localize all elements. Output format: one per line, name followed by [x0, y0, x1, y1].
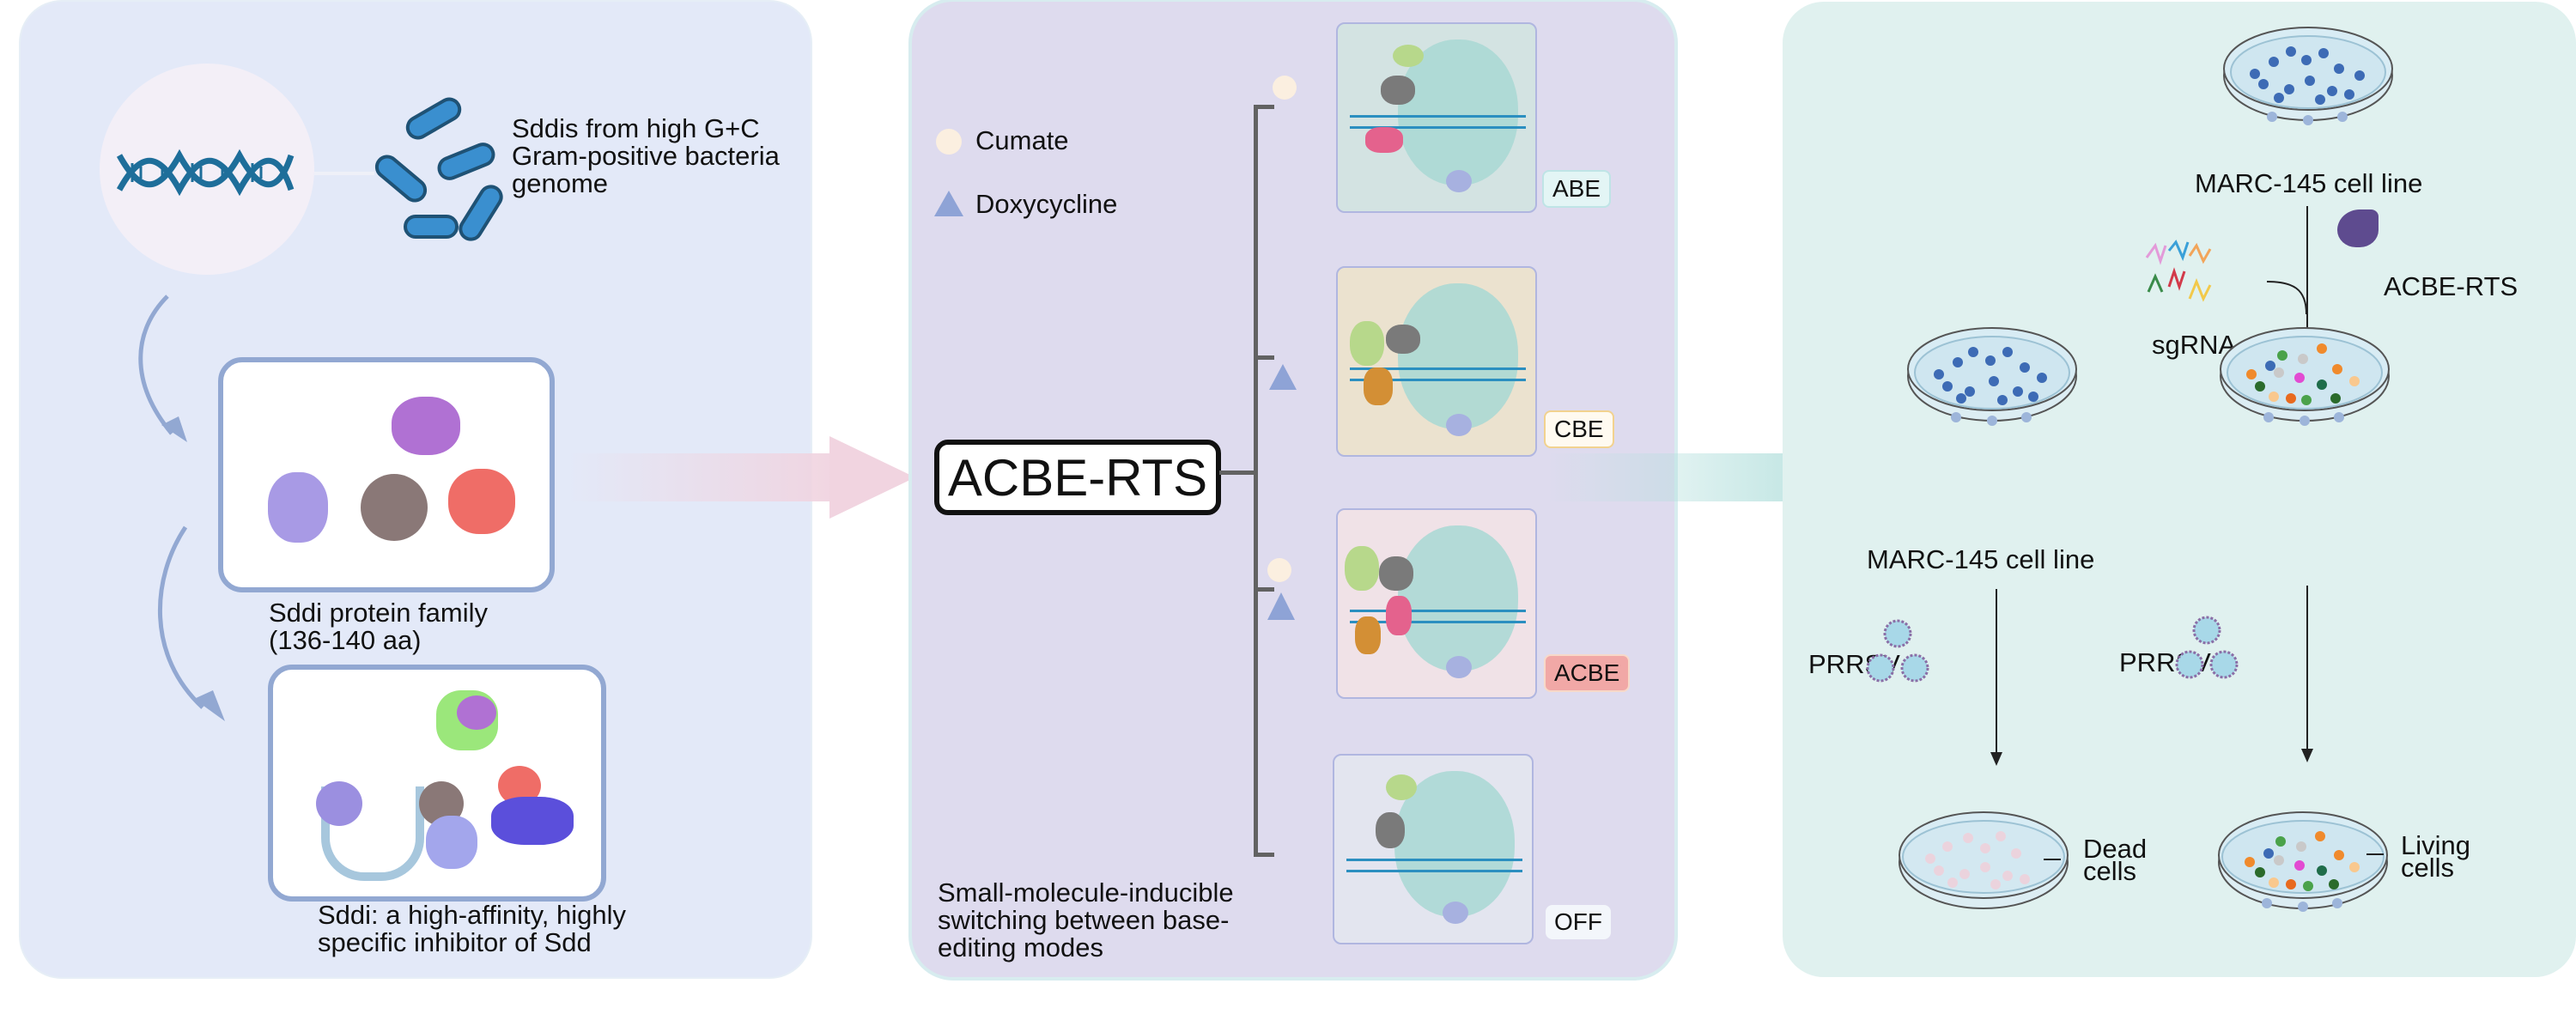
bracket-stem — [1219, 471, 1254, 475]
bracket-tick-off — [1254, 853, 1274, 857]
cumate-marker-acbe-icon — [1267, 558, 1291, 582]
merge-curve-icon — [2266, 281, 2307, 315]
dna-strand-icon — [1350, 115, 1526, 129]
process-arrow-line — [1996, 589, 1997, 757]
legend-label-cumate: Cumate — [975, 125, 1069, 155]
bracket-vertical — [1254, 105, 1258, 857]
protein-brown-icon — [361, 474, 428, 541]
protein-purple-icon — [392, 397, 460, 455]
complex-purple-icon — [457, 695, 496, 730]
dead-cells-label: Dead cells — [2083, 834, 2148, 886]
system-name: ACBE-RTS — [947, 448, 1208, 507]
cumate-legend-icon — [936, 129, 962, 155]
sgrna-label: sgRNA — [2152, 330, 2237, 360]
doxycycline-legend-icon — [934, 191, 963, 216]
system-name-box: ACBE-RTS — [934, 440, 1221, 515]
living-pointer-line — [2366, 853, 2384, 855]
sddi-lavender-icon — [1446, 170, 1472, 192]
arrow-head-icon — [2301, 749, 2313, 762]
legend-label-doxycycline: Doxycycline — [975, 189, 1118, 219]
mode-cbe-illustration — [1336, 266, 1537, 457]
deaminase-green-icon — [1393, 45, 1424, 67]
acbe-rts-protein-icon — [2337, 209, 2379, 247]
prrsv-virus-icon — [1866, 619, 1929, 683]
complex-indigo-icon — [491, 797, 574, 845]
flow-arrow-head-icon — [829, 436, 915, 519]
petri-dish-edited-icon — [2220, 327, 2390, 426]
sddi-lavender-icon — [1443, 902, 1468, 924]
petri-dish-wildtype-icon — [1907, 327, 2077, 426]
domain-gray-icon — [1376, 812, 1405, 848]
mode-label-acbe: ACBE — [1544, 654, 1631, 692]
curved-arrow-icon — [158, 525, 225, 721]
protein-family-card — [218, 357, 555, 592]
mode-acbe-illustration — [1336, 508, 1537, 699]
mode-label-off: OFF — [1546, 905, 1611, 939]
inhibitor-complex-card — [268, 665, 606, 902]
cas9-body-icon — [1398, 283, 1518, 429]
doxycycline-marker-acbe-icon — [1267, 592, 1295, 620]
petri-dish-top-icon — [2223, 27, 2393, 125]
connector-line — [314, 172, 374, 175]
dna-strand-icon — [1350, 367, 1526, 381]
flow-arrow-shaft — [567, 453, 841, 501]
cas9-body-icon — [1394, 771, 1515, 917]
complex-lightblue-icon — [426, 816, 477, 869]
process-arrow-line — [2306, 206, 2308, 374]
dead-pointer-line — [2044, 859, 2061, 860]
prrsv-virus-icon — [2175, 616, 2239, 679]
adenine-deaminase-icon — [1365, 127, 1403, 153]
cytidine-deaminase-icon — [1355, 616, 1381, 654]
bacteria-icon — [374, 97, 503, 241]
petri-dish-dead-icon — [1899, 811, 2069, 909]
protein-red-icon — [448, 469, 515, 534]
curved-arrow-icon — [138, 294, 187, 442]
petri-dish-living-icon — [2218, 811, 2388, 912]
bracket-tick-acbe — [1254, 587, 1274, 592]
deaminase-green-icon — [1386, 774, 1417, 800]
switching-caption: Small-molecule-inducible switching betwe… — [938, 877, 1234, 962]
domain-gray-icon — [1381, 76, 1415, 105]
cytidine-deaminase-icon — [1364, 367, 1393, 405]
mode-off-illustration — [1333, 754, 1534, 944]
deaminase-green-icon — [1350, 321, 1384, 366]
dna-strand-icon — [1350, 610, 1526, 623]
protein-lavender-icon — [268, 472, 328, 543]
mode-abe-illustration — [1336, 22, 1537, 213]
adenine-deaminase-icon — [1386, 596, 1412, 635]
arrow-head-icon — [1990, 752, 2002, 766]
panel-prrsv-validation — [1783, 2, 2576, 977]
cas9-body-icon — [1398, 525, 1518, 671]
living-cells-label: Living cells — [2401, 830, 2470, 883]
dna-strand-icon — [1346, 859, 1522, 872]
domain-gray-icon — [1379, 556, 1413, 591]
domain-gray-icon — [1386, 325, 1420, 354]
cumate-marker-abe-icon — [1273, 76, 1297, 100]
doxycycline-marker-cbe-icon — [1269, 364, 1297, 390]
complex-lavender-icon — [316, 781, 362, 826]
dna-helix-icon — [116, 149, 295, 197]
process-arrow-line — [2306, 586, 2308, 754]
mode-label-cbe: CBE — [1544, 410, 1614, 448]
left-dish-label: MARC-145 cell line — [1867, 544, 2095, 574]
bacteria-caption: Sddis from high G+C Gram-positive bacter… — [512, 113, 780, 198]
top-dish-label: MARC-145 cell line — [2195, 168, 2423, 198]
bracket-tick-abe — [1254, 105, 1274, 109]
family-caption: Sddi protein family (136-140 aa) — [269, 598, 489, 655]
deaminase-green-icon — [1345, 546, 1379, 591]
sddi-lavender-icon — [1446, 656, 1472, 678]
sddi-lavender-icon — [1446, 414, 1472, 436]
sgrna-icon — [2145, 240, 2212, 302]
complex-blue-chain-icon — [321, 786, 424, 881]
bracket-tick-cbe — [1254, 355, 1274, 360]
editor-label: ACBE-RTS — [2384, 271, 2518, 301]
mode-label-abe: ABE — [1542, 170, 1612, 208]
inhibitor-caption: Sddi: a high-affinity, highly specific i… — [318, 900, 627, 957]
